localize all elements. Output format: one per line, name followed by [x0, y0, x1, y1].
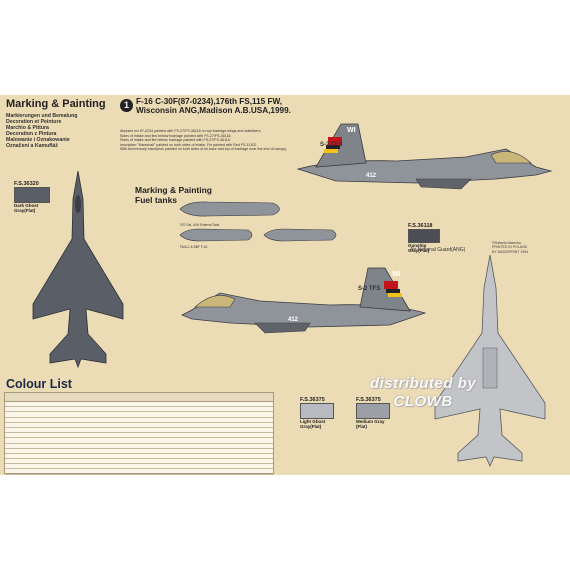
- fuel-tanks-title: Marking & Painting Fuel tanks: [135, 185, 212, 205]
- swatch-light-ghost: F.S.36375 Light Ghost Gray(Flat): [300, 397, 334, 429]
- swatch-color: [356, 403, 390, 419]
- colour-list-title: Colour List: [6, 377, 72, 391]
- unit-label: Air National Guard(ANG): [410, 247, 466, 253]
- tail-code: WI: [392, 271, 401, 278]
- swatch-fs-code: F.S.36320: [14, 181, 39, 187]
- translation-cz: Označení a Kamufláž: [6, 143, 58, 149]
- translation-pl: Malowanie i Oznakowanie: [6, 137, 70, 143]
- instruction-sheet: Marking & Painting Markierungen und Bema…: [0, 95, 570, 475]
- swatch-fs-code: F.S.36375: [356, 397, 381, 403]
- translation-es: Decoration z Pintura: [6, 131, 57, 137]
- table-row: [5, 438, 273, 444]
- swatch-name: Medium Gray: [356, 419, 385, 424]
- table-row: [5, 433, 273, 439]
- swatch-name-2: Gray(Flat): [300, 424, 322, 429]
- aircraft-title-line2: Wisconsin ANG,Madison A.B.USA,1999.: [136, 106, 291, 115]
- fuselage-text: S-2 TFS: [320, 142, 343, 148]
- swatch-color: [408, 229, 440, 243]
- table-row: [5, 469, 273, 475]
- aircraft-title-line1: F-16 C-30F(87-0234),176th FS,115 FW,: [136, 97, 283, 106]
- table-row: [5, 418, 273, 423]
- side-view-aircraft-1: [296, 123, 553, 190]
- table-row: [5, 449, 273, 454]
- copyright-line: PRINTED IN POLAND: [492, 245, 528, 250]
- note: Inscription "Marschall" painted on both …: [120, 142, 257, 147]
- colour-table: [4, 392, 274, 475]
- copyright-line: ©Rafaela Malecka: [492, 241, 521, 245]
- swatch-medium-gray: F.S.36375 Medium Gray (Flat): [356, 397, 390, 429]
- copyright: ©Rafaela Malecka PRINTED IN POLAND BY MA…: [492, 241, 562, 254]
- swatch-name-2: (Flat): [356, 424, 367, 429]
- table-row: [5, 423, 273, 428]
- fuselage-number: 412: [288, 317, 299, 323]
- swatch-name: Gunship: [408, 243, 427, 248]
- swatch-dark-ghost: F.S.36320 Dark Ghost Gray(Flat): [14, 181, 50, 213]
- swatch-gunship: F.S.36118 Gunship Gray(Flat): [408, 223, 440, 253]
- swatch-fs-code: F.S.36118: [408, 223, 433, 229]
- note: Airplane s/n 87-0234 painted with FS-27/…: [120, 129, 262, 133]
- painting-notes: Airplane s/n 87-0234 painted with FS-27/…: [120, 129, 310, 152]
- section-title: Marking & Painting: [6, 98, 106, 110]
- swatch-name: Light Ghost: [300, 419, 326, 424]
- translation-it: Marchio & Pittura: [6, 125, 49, 131]
- note: Sides of intake and fins bellow fuselage…: [120, 133, 232, 138]
- fuel-title-line2: Fuel tanks: [135, 195, 178, 205]
- fuel-title-line1: Marking & Painting: [135, 185, 212, 195]
- watermark-line2: CLOWB: [393, 393, 453, 410]
- table-row: [5, 402, 273, 408]
- tank-label: FA/A-1 & BBF F-16: [180, 245, 208, 249]
- fuel-tank-2: [179, 228, 253, 242]
- swatch-name-2: Gray(Flat): [408, 248, 430, 253]
- bottom-view-aircraft: [434, 254, 546, 467]
- copyright-line: BY MAGISPRINT 1994: [492, 249, 529, 254]
- note: 50th Anniversary inscription painted on …: [120, 147, 287, 152]
- swatch-color: [300, 403, 334, 419]
- swatch-color: [14, 187, 50, 203]
- side-view-aircraft-2: [181, 267, 427, 334]
- fuel-tank-3: [263, 228, 337, 242]
- aircraft-title: F-16 C-30F(87-0234),176th FS,115 FW, Wis…: [136, 97, 291, 115]
- table-row: [5, 428, 273, 434]
- colour-table-header: [5, 393, 273, 402]
- table-row: [5, 412, 273, 418]
- swatch-name: Dark Ghost: [14, 203, 39, 208]
- table-row: [5, 459, 273, 465]
- fuselage-number: 412: [366, 173, 377, 179]
- swatch-name-2: Gray(Flat): [14, 208, 36, 213]
- note: Sides of intake and fire bellow fuselage…: [120, 138, 231, 143]
- translations: Markierungen und Bemalung Decoration et …: [6, 113, 116, 149]
- tail-code: WI: [347, 127, 356, 134]
- watermark-line1: distributed by: [370, 375, 477, 392]
- translation-de: Markierungen und Bemalung: [6, 113, 78, 119]
- table-row: [5, 407, 273, 413]
- swatch-fs-code: F.S.36375: [300, 397, 325, 403]
- table-row: [5, 444, 273, 449]
- aircraft-number: 1: [120, 99, 133, 112]
- table-row: [5, 454, 273, 460]
- top-view-aircraft: [32, 170, 124, 369]
- fuel-tank-1: [179, 201, 280, 217]
- watermark: distributed by CLOWB: [370, 375, 476, 411]
- table-row: [5, 464, 273, 470]
- tank-label: 370 Gal. U/W External Tank: [180, 223, 220, 227]
- fuselage-text: S-2 TFS: [358, 286, 381, 292]
- translation-fr: Decoration et Peinture: [6, 119, 62, 125]
